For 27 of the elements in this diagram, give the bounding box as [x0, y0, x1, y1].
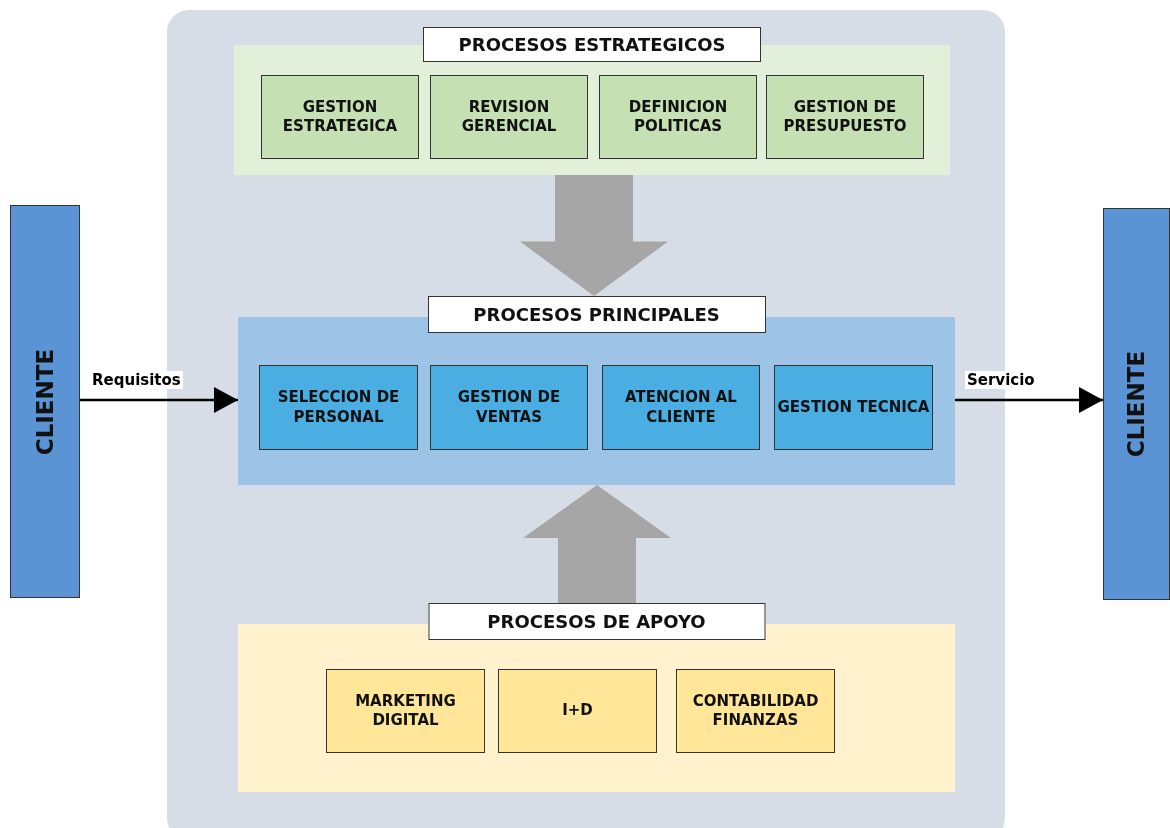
band-heading: PROCESOS DE APOYO: [428, 603, 765, 640]
block-arrow: [523, 485, 671, 603]
process-box: MARKETING DIGITAL: [326, 669, 485, 753]
process-box: GESTION DE PRESUPUESTO: [766, 75, 924, 159]
edge-label: Servicio: [965, 371, 1037, 389]
client-label: CLIENTE: [1123, 350, 1150, 458]
arrow: [80, 387, 238, 413]
client-bar: [1103, 208, 1170, 600]
edge-label: Requisitos: [90, 371, 183, 389]
process-box: DEFINICION POLITICAS: [599, 75, 757, 159]
process-band: [238, 296, 955, 485]
process-box: GESTION TECNICA: [774, 365, 933, 450]
client-bar: [10, 205, 80, 598]
process-box: GESTION ESTRATEGICA: [261, 75, 419, 159]
arrow: [955, 387, 1103, 413]
process-box: CONTABILIDAD FINANZAS: [676, 669, 835, 753]
process-box: GESTION DE VENTAS: [430, 365, 588, 450]
band-heading: PROCESOS ESTRATEGICOS: [423, 27, 761, 62]
block-arrow: [520, 175, 668, 296]
band-heading: PROCESOS PRINCIPALES: [427, 296, 766, 333]
process-box: SELECCION DE PERSONAL: [259, 365, 418, 450]
process-band: [238, 603, 955, 792]
process-box: I+D: [498, 669, 657, 753]
client-label: CLIENTE: [32, 348, 58, 455]
process-band: [234, 27, 950, 175]
process-box: ATENCION AL CLIENTE: [602, 365, 760, 450]
process-box: REVISION GERENCIAL: [430, 75, 588, 159]
